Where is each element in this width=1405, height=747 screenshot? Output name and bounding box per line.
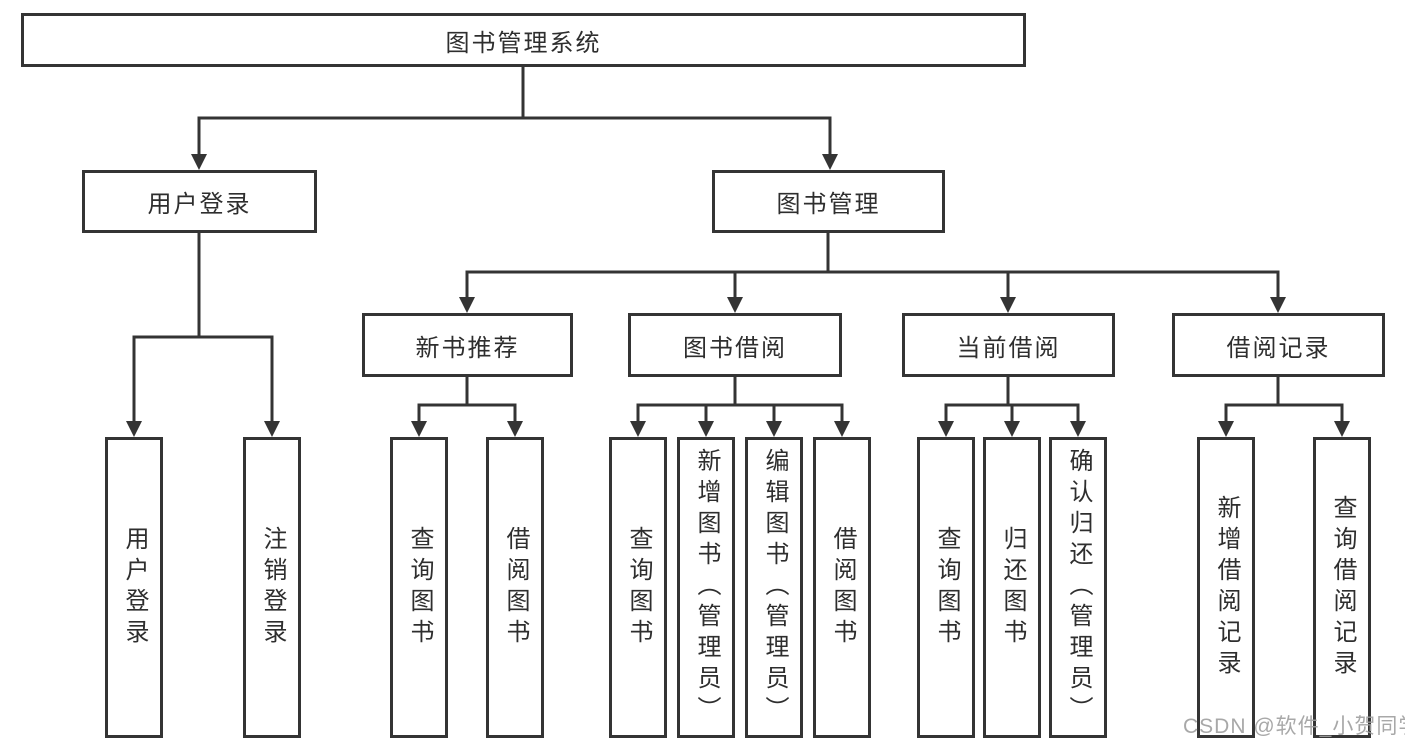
node-book-borrow: 图书借阅 [628,313,842,377]
leaf-borrow-books: 借阅图书 [813,437,871,738]
leaf-confirm-return-admin: 确认归还（管理员） [1049,437,1107,738]
node-library-management-system: 图书管理系统 [21,13,1026,67]
leaf-add-borrow-record: 新增借阅记录 [1197,437,1255,738]
leaf-recommend-query-books: 查询图书 [390,437,448,738]
leaf-borrow-query-books: 查询图书 [609,437,667,738]
csdn-watermark: CSDN @软件_小贺同学 [1183,715,1405,738]
leaf-edit-books-admin: 编辑图书（管理员） [745,437,803,738]
leaf-recommend-borrow-books: 借阅图书 [486,437,544,738]
leaf-query-borrow-record: 查询借阅记录 [1313,437,1371,738]
node-borrow-records: 借阅记录 [1172,313,1385,377]
node-book-management: 图书管理 [712,170,945,233]
leaf-user-login: 用户登录 [105,437,163,738]
leaf-return-books: 归还图书 [983,437,1041,738]
node-current-borrow: 当前借阅 [902,313,1115,377]
leaf-current-query-books: 查询图书 [917,437,975,738]
leaf-logout: 注销登录 [243,437,301,738]
node-user-login: 用户登录 [82,170,317,233]
leaf-add-books-admin: 新增图书（管理员） [677,437,735,738]
node-new-book-recommend: 新书推荐 [362,313,573,377]
